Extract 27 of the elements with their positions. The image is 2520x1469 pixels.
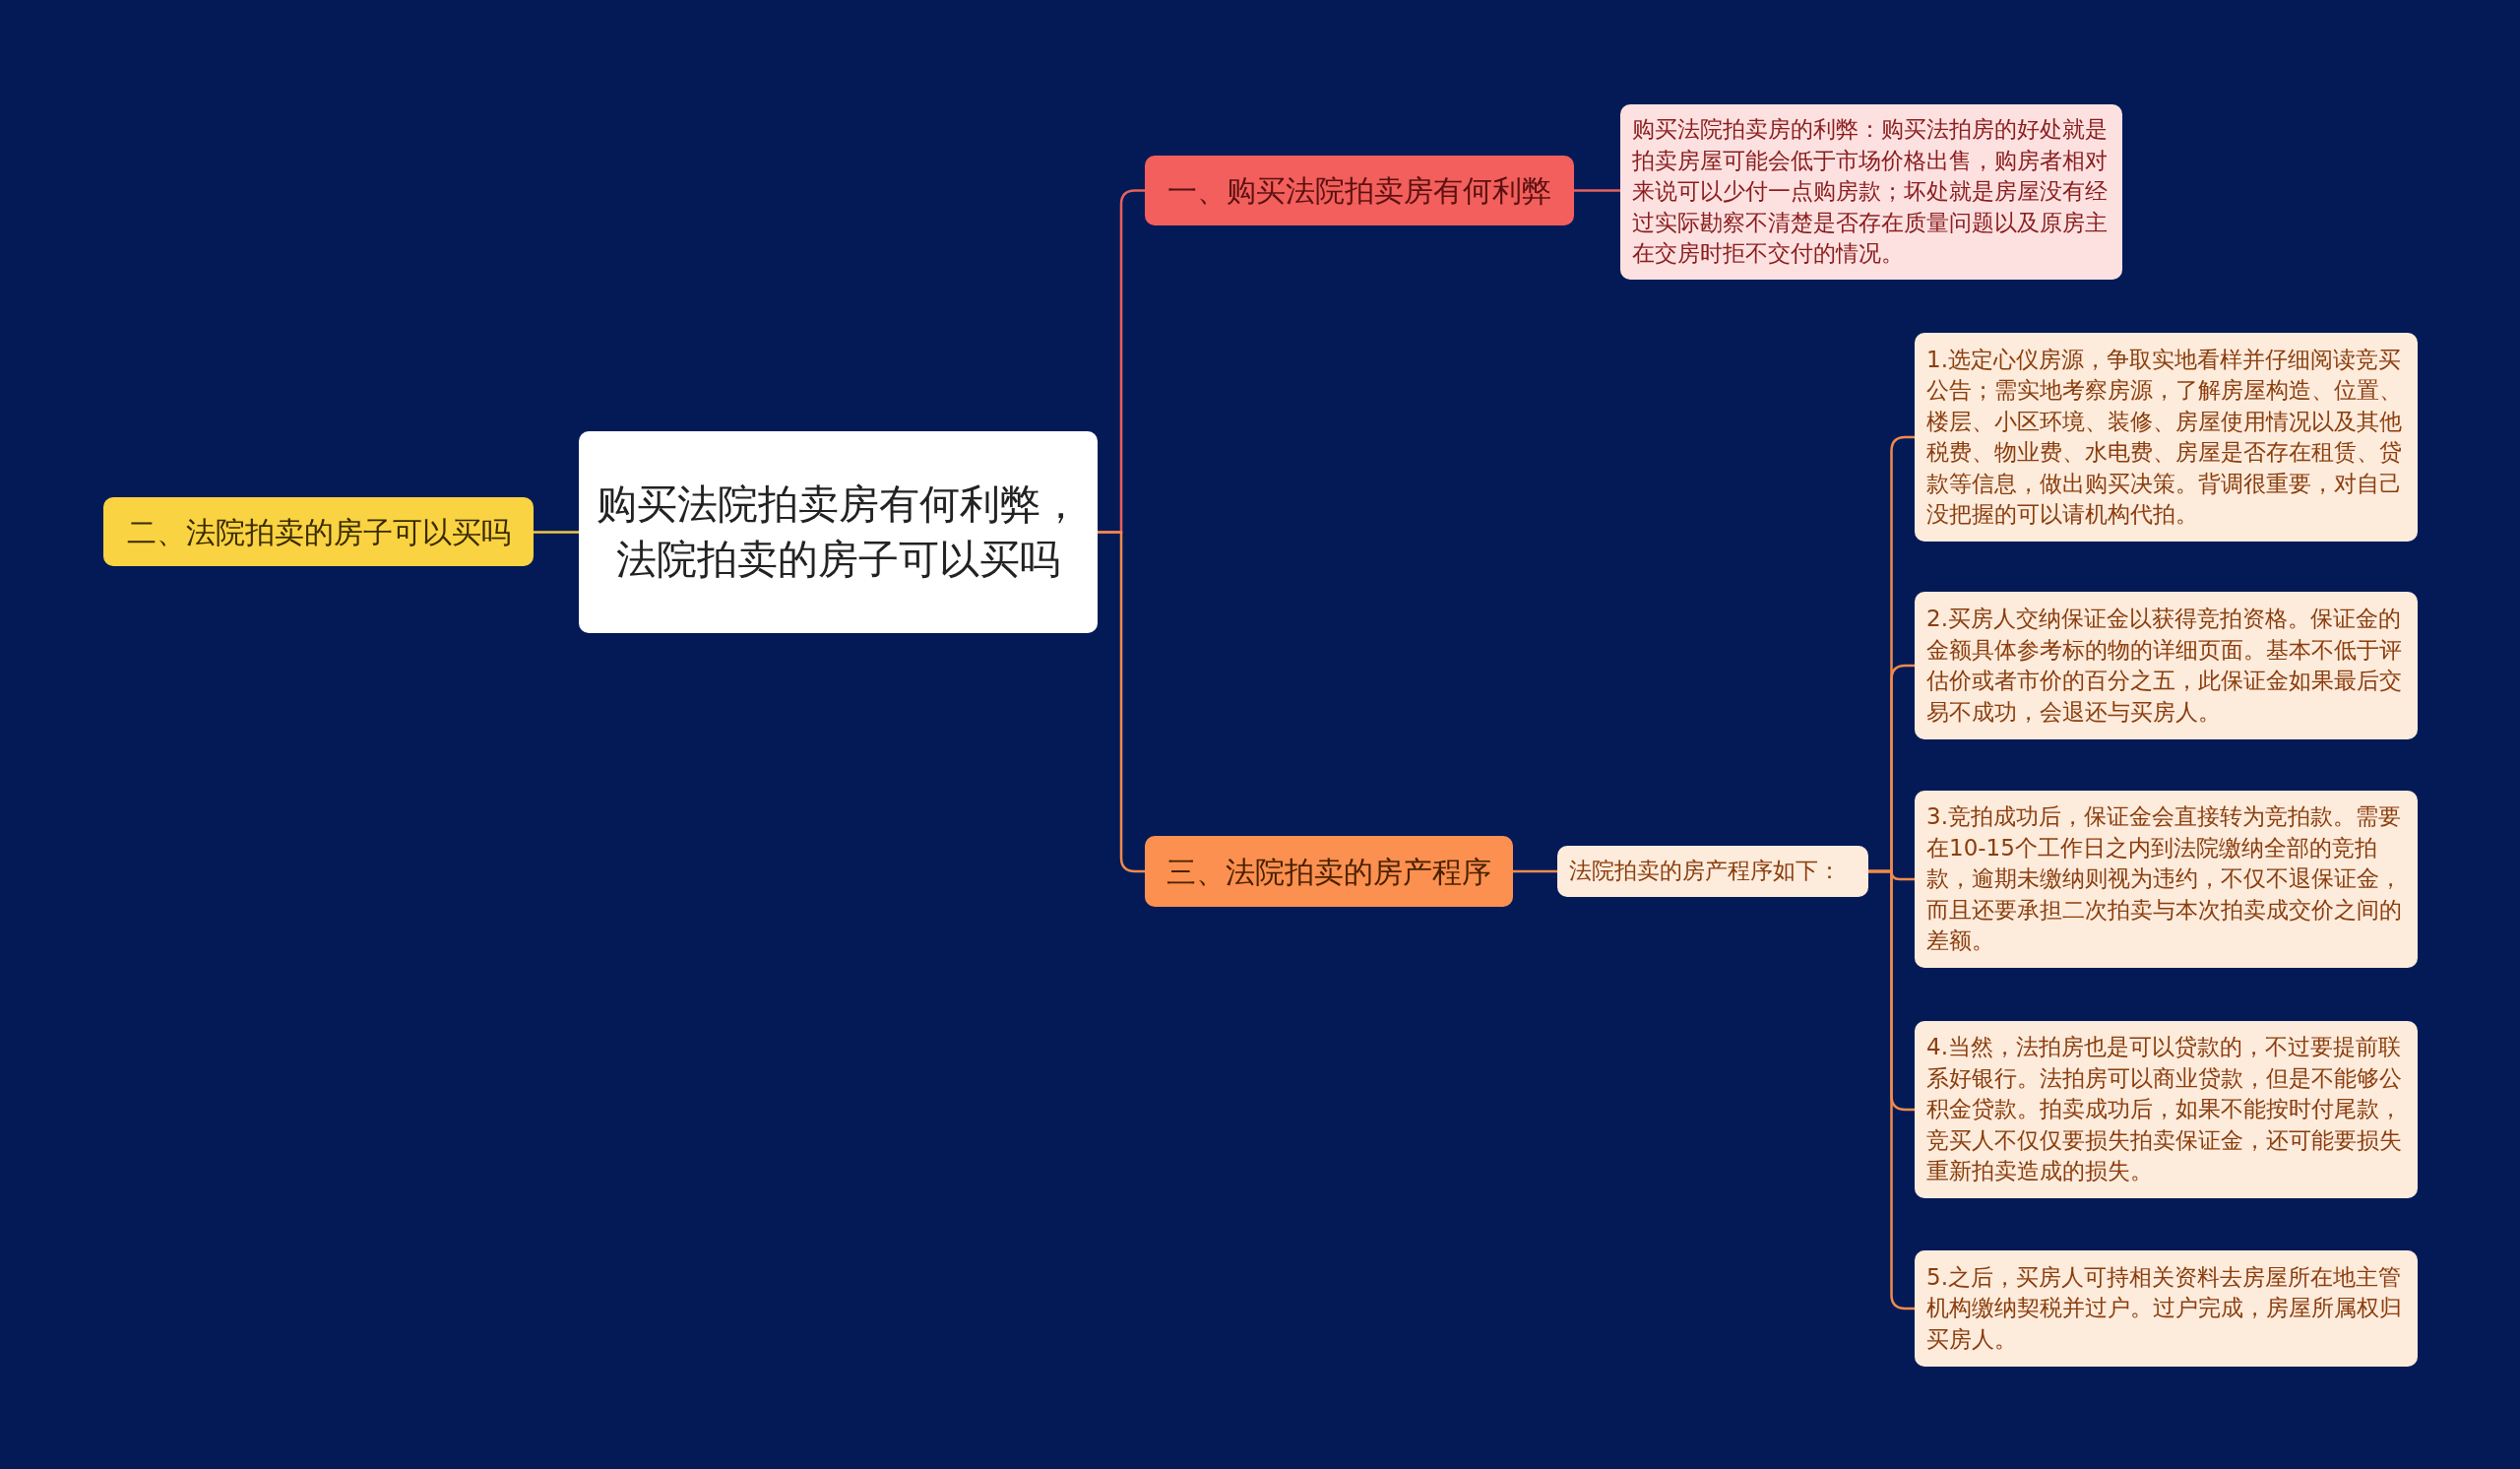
- branch-topic-text: 三、法院拍卖的房产程序: [1166, 853, 1491, 891]
- branch-topic-box: [103, 497, 534, 566]
- connector-line: [1574, 189, 1620, 192]
- detail-note-text: 3.竞拍成功后，保证金会直接转为竞拍款。需要在10-15个工作日之内到法院缴纳全部的竞拍款，逾期未缴纳则视为违约，不仅不退保证金，而且还要承担二次拍卖与本次拍卖成交价之间的差额。: [1926, 802, 2403, 956]
- detail-note-box: [1915, 333, 2418, 542]
- detail-note-box: [1915, 592, 2418, 739]
- detail-note-text: 4.当然，法拍房也是可以贷款的，不过要提前联系好银行。法拍房可以商业贷款，但是不能够公积金贷款。拍卖成功后，如果不能按时付尾款，竞买人不仅仅要损失拍卖保证金，还可能要损失重新拍卖造成的损失。: [1926, 1033, 2403, 1186]
- detail-note-text: 1.选定心仪房源，争取实地看样并仔细阅读竞买公告；需实地考察房源，了解房屋构造、位置、楼层、小区环境、装修、房屋使用情况以及其他税费、物业费、水电费、房屋是否存在租赁、贷款等信息，做出购买决策。背调很重要，对自己没把握的可以请机构代拍。: [1926, 345, 2403, 529]
- detail-note-box: [1557, 846, 1868, 897]
- detail-note-text: 2.买房人交纳保证金以获得竞拍资格。保证金的金额具体参考标的物的详细页面。基本不低于评估价或者市价的百分之五，此保证金如果最后交易不成功，会退还与买房人。: [1926, 605, 2403, 727]
- detail-note-box: [1915, 1021, 2418, 1198]
- central-topic-box: [579, 431, 1098, 633]
- detail-note-box: [1915, 1250, 2418, 1367]
- branch-topic-text: 二、法院拍卖的房子可以买吗: [126, 513, 511, 551]
- detail-note-box: [1915, 791, 2418, 968]
- branch-topic-box: [1145, 836, 1513, 907]
- connector-line: [1868, 869, 1915, 1310]
- connector-line: [534, 531, 579, 534]
- detail-note-text: 购买法院拍卖房的利弊：购买法拍房的好处就是拍卖房屋可能会低于市场价格出售，购房者相对来说可以少付一点购房款；坏处就是房屋没有经过实际勘察不清楚是否存在质量问题以及原房主在交房时拒不交付的情况。: [1632, 115, 2109, 269]
- branch-topic-text: 一、购买法院拍卖房有何利弊: [1167, 172, 1551, 210]
- central-topic-text: 购买法院拍卖房有何利弊，法院拍卖的房子可以买吗: [595, 479, 1082, 585]
- branch-topic-box: [1145, 156, 1574, 225]
- detail-note-box: [1620, 104, 2122, 280]
- detail-note-text: 法院拍卖的房产程序如下：: [1569, 857, 1841, 886]
- connector-line: [1098, 531, 1145, 873]
- connector-line: [1513, 869, 1557, 873]
- detail-note-text: 5.之后，买房人可持相关资料去房屋所在地主管机构缴纳契税并过户。过户完成，房屋所属权归买房人。: [1926, 1262, 2403, 1354]
